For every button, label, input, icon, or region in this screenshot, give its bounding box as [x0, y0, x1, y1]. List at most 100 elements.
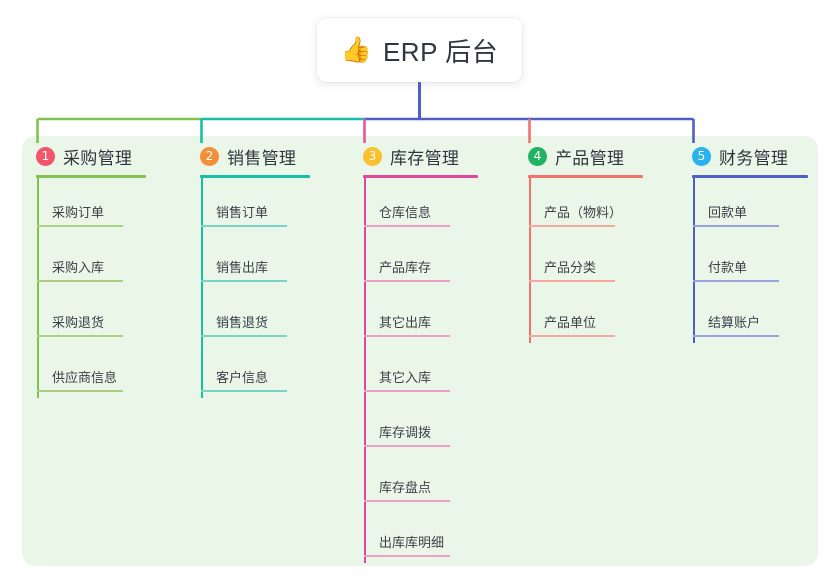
column-items-finance: 回款单付款单结算账户: [680, 178, 839, 343]
menu-item-label: 客户信息: [216, 370, 269, 385]
menu-item[interactable]: 采购入库: [24, 233, 184, 288]
menu-item[interactable]: 仓库信息: [351, 178, 521, 233]
menu-item[interactable]: 库存调拨: [351, 398, 521, 453]
menu-item-label: 仓库信息: [379, 205, 432, 220]
menu-item[interactable]: 结算账户: [680, 288, 839, 343]
menu-item[interactable]: 销售订单: [188, 178, 348, 233]
column-badge-icon: 5: [692, 146, 711, 166]
menu-item-rule: [364, 500, 450, 502]
menu-item[interactable]: 供应商信息: [24, 343, 184, 398]
menu-item-label: 销售订单: [216, 205, 269, 220]
menu-item-label: 采购退货: [52, 315, 105, 330]
column-rule: [692, 175, 808, 178]
column-items-inventory: 仓库信息产品库存其它出库其它入库库存调拨库存盘点出库库明细: [351, 178, 521, 563]
thumbs-up-icon: 👍: [340, 35, 372, 64]
diagram-panel: [22, 136, 818, 566]
column-spine: [201, 178, 203, 398]
menu-item[interactable]: 付款单: [680, 233, 839, 288]
column-rule: [363, 175, 478, 178]
menu-item-rule: [201, 390, 287, 392]
column-title: 产品管理: [555, 148, 625, 168]
menu-item-rule: [201, 280, 287, 282]
menu-item-label: 产品库存: [379, 260, 432, 275]
connector-group: [36, 82, 695, 143]
menu-item-rule: [364, 445, 450, 447]
column-header-sales[interactable]: 2 销售管理: [188, 143, 348, 169]
menu-item[interactable]: 客户信息: [188, 343, 348, 398]
column-badge-icon: 3: [363, 146, 382, 166]
menu-item[interactable]: 产品库存: [351, 233, 521, 288]
column-header-inventory[interactable]: 3 库存管理: [351, 143, 521, 169]
column-title: 采购管理: [63, 148, 133, 168]
column-inventory: 3 库存管理仓库信息产品库存其它出库其它入库库存调拨库存盘点出库库明细: [351, 143, 521, 563]
menu-item-label: 采购订单: [52, 205, 105, 220]
menu-item-label: 其它入库: [379, 370, 432, 385]
menu-item-rule: [364, 225, 450, 227]
menu-item[interactable]: 其它入库: [351, 343, 521, 398]
menu-item[interactable]: 出库库明细: [351, 508, 521, 563]
column-title: 库存管理: [390, 148, 460, 168]
column-badge-icon: 2: [200, 146, 219, 166]
menu-item-label: 库存调拨: [379, 425, 432, 440]
column-spine: [529, 178, 531, 343]
menu-item[interactable]: 产品（物料）: [516, 178, 686, 233]
column-title: 财务管理: [719, 148, 789, 168]
menu-item-label: 回款单: [708, 205, 748, 220]
menu-item-label: 其它出库: [379, 315, 432, 330]
menu-item-rule: [529, 280, 615, 282]
menu-item-rule: [364, 390, 450, 392]
column-header-purchase[interactable]: 1 采购管理: [24, 143, 184, 169]
menu-item-label: 结算账户: [708, 315, 761, 330]
menu-item-label: 产品分类: [544, 260, 597, 275]
column-product: 4 产品管理产品（物料） 产品分类产品单位: [516, 143, 686, 343]
menu-item-label: 产品（物料）: [544, 205, 623, 220]
column-badge-icon: 1: [36, 146, 55, 166]
menu-item-label: 销售退货: [216, 315, 269, 330]
menu-item[interactable]: 回款单: [680, 178, 839, 233]
menu-item-rule: [37, 390, 123, 392]
menu-item-rule: [364, 555, 450, 557]
column-title: 销售管理: [227, 148, 297, 168]
menu-item-rule: [693, 280, 779, 282]
menu-item-label: 产品单位: [544, 315, 597, 330]
menu-item-rule: [529, 225, 615, 227]
menu-item-rule: [529, 335, 615, 337]
page-title: ERP 后台: [382, 36, 499, 67]
menu-item[interactable]: 采购订单: [24, 178, 184, 233]
column-badge-icon: 4: [528, 146, 547, 166]
menu-item[interactable]: 销售退货: [188, 288, 348, 343]
menu-item-label: 付款单: [708, 260, 748, 275]
menu-item-label: 出库库明细: [379, 535, 445, 550]
menu-item[interactable]: 销售出库: [188, 233, 348, 288]
menu-item-label: 库存盘点: [379, 480, 432, 495]
menu-item-rule: [201, 225, 287, 227]
column-header-product[interactable]: 4 产品管理: [516, 143, 686, 169]
column-rule: [528, 175, 643, 178]
menu-item[interactable]: 产品分类: [516, 233, 686, 288]
menu-item-rule: [364, 335, 450, 337]
column-finance: 5 财务管理回款单付款单结算账户: [680, 143, 839, 343]
menu-item-rule: [693, 225, 779, 227]
menu-item[interactable]: 其它出库: [351, 288, 521, 343]
menu-item-rule: [37, 280, 123, 282]
menu-item-rule: [364, 280, 450, 282]
column-items-purchase: 采购订单采购入库采购退货供应商信息: [24, 178, 184, 398]
column-spine: [37, 178, 39, 398]
column-purchase: 1 采购管理采购订单采购入库采购退货供应商信息: [24, 143, 184, 398]
column-header-finance[interactable]: 5 财务管理: [680, 143, 839, 169]
column-items-sales: 销售订单销售出库销售退货客户信息: [188, 178, 348, 398]
menu-item[interactable]: 产品单位: [516, 288, 686, 343]
menu-item-rule: [693, 335, 779, 337]
menu-item[interactable]: 采购退货: [24, 288, 184, 343]
menu-item-rule: [37, 335, 123, 337]
menu-item-rule: [37, 225, 123, 227]
menu-item-label: 销售出库: [216, 260, 269, 275]
column-sales: 2 销售管理销售订单销售出库销售退货客户信息: [188, 143, 348, 398]
menu-item-rule: [201, 335, 287, 337]
column-spine: [693, 178, 695, 343]
menu-item-label: 采购入库: [52, 260, 105, 275]
menu-item[interactable]: 库存盘点: [351, 453, 521, 508]
column-spine: [364, 178, 366, 563]
menu-item-label: 供应商信息: [52, 370, 118, 385]
